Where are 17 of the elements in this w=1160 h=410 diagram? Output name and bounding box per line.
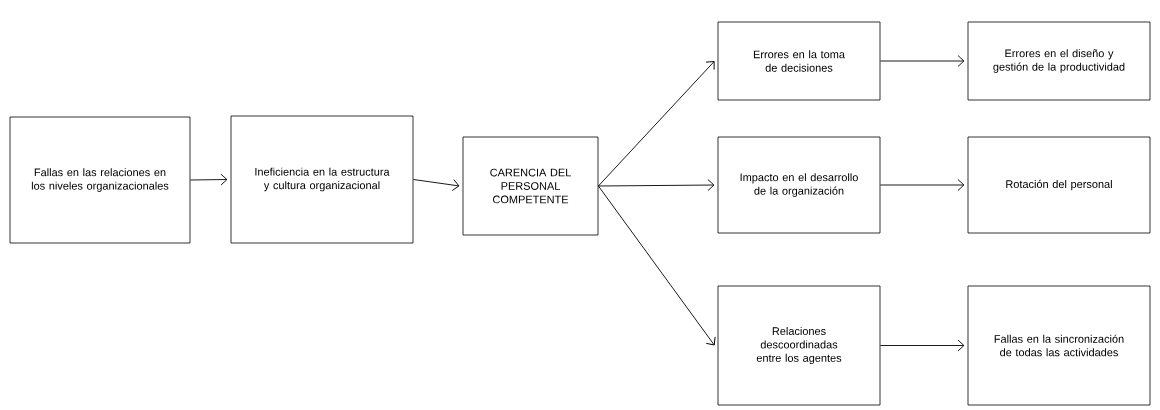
arrow bbox=[879, 55, 965, 67]
arrow bbox=[879, 179, 965, 191]
process-box: Errores en el diseño y gestión de la productividad bbox=[967, 21, 1151, 101]
arrow bbox=[189, 173, 228, 186]
arrow bbox=[879, 339, 965, 352]
process-box: Rotación del personal bbox=[967, 136, 1151, 234]
process-box: CARENCIA DEL PERSONAL COMPETENTE bbox=[462, 136, 599, 236]
arrow bbox=[597, 179, 715, 191]
process-box: Fallas en la sincronización de todas las actividades bbox=[967, 285, 1151, 406]
arrow bbox=[412, 179, 460, 191]
arrow bbox=[597, 61, 715, 187]
process-box: Impacto en el desarrollo de la organización bbox=[717, 136, 881, 234]
process-box: Ineficiencia en la estructura y cultura organizacional bbox=[230, 115, 414, 244]
process-box: Fallas en las relaciones en los niveles organizacionales bbox=[9, 116, 191, 244]
arrow bbox=[597, 185, 716, 346]
process-box: Relaciones descoordinadas entre los agentes bbox=[717, 285, 881, 406]
process-box: Errores en la toma de decisiones bbox=[717, 21, 881, 101]
